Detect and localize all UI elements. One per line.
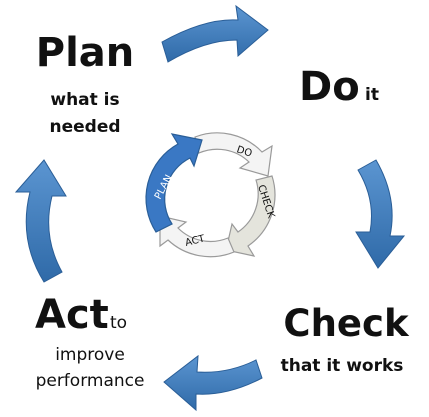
act-suffix: to bbox=[110, 313, 127, 333]
plan-line2: needed bbox=[49, 117, 120, 137]
small-cycle: DO CHECK ACT PLAN bbox=[145, 132, 276, 258]
check-title: Check bbox=[283, 302, 410, 345]
do-title: Do bbox=[299, 64, 360, 110]
arrow-plan-to-do-icon bbox=[161, 4, 269, 63]
small-cycle-act-label: ACT bbox=[184, 233, 207, 249]
check-subtitle: that it works bbox=[281, 356, 404, 376]
plan-title: Plan bbox=[36, 30, 135, 76]
small-cycle-do-segment bbox=[194, 132, 273, 177]
do-suffix: it bbox=[365, 85, 379, 105]
act-line2: performance bbox=[36, 371, 145, 391]
small-cycle-plan-segment bbox=[145, 133, 203, 233]
arrow-act-to-plan-icon bbox=[14, 159, 67, 283]
arrow-do-to-check-icon bbox=[355, 159, 406, 269]
act-line1: improve bbox=[55, 345, 125, 365]
plan-line1: what is bbox=[50, 90, 119, 110]
small-cycle-do-label: DO bbox=[235, 144, 253, 159]
act-title: Act bbox=[35, 292, 109, 338]
small-cycle-check-segment bbox=[225, 175, 276, 257]
arrow-check-to-act-icon bbox=[163, 354, 263, 412]
